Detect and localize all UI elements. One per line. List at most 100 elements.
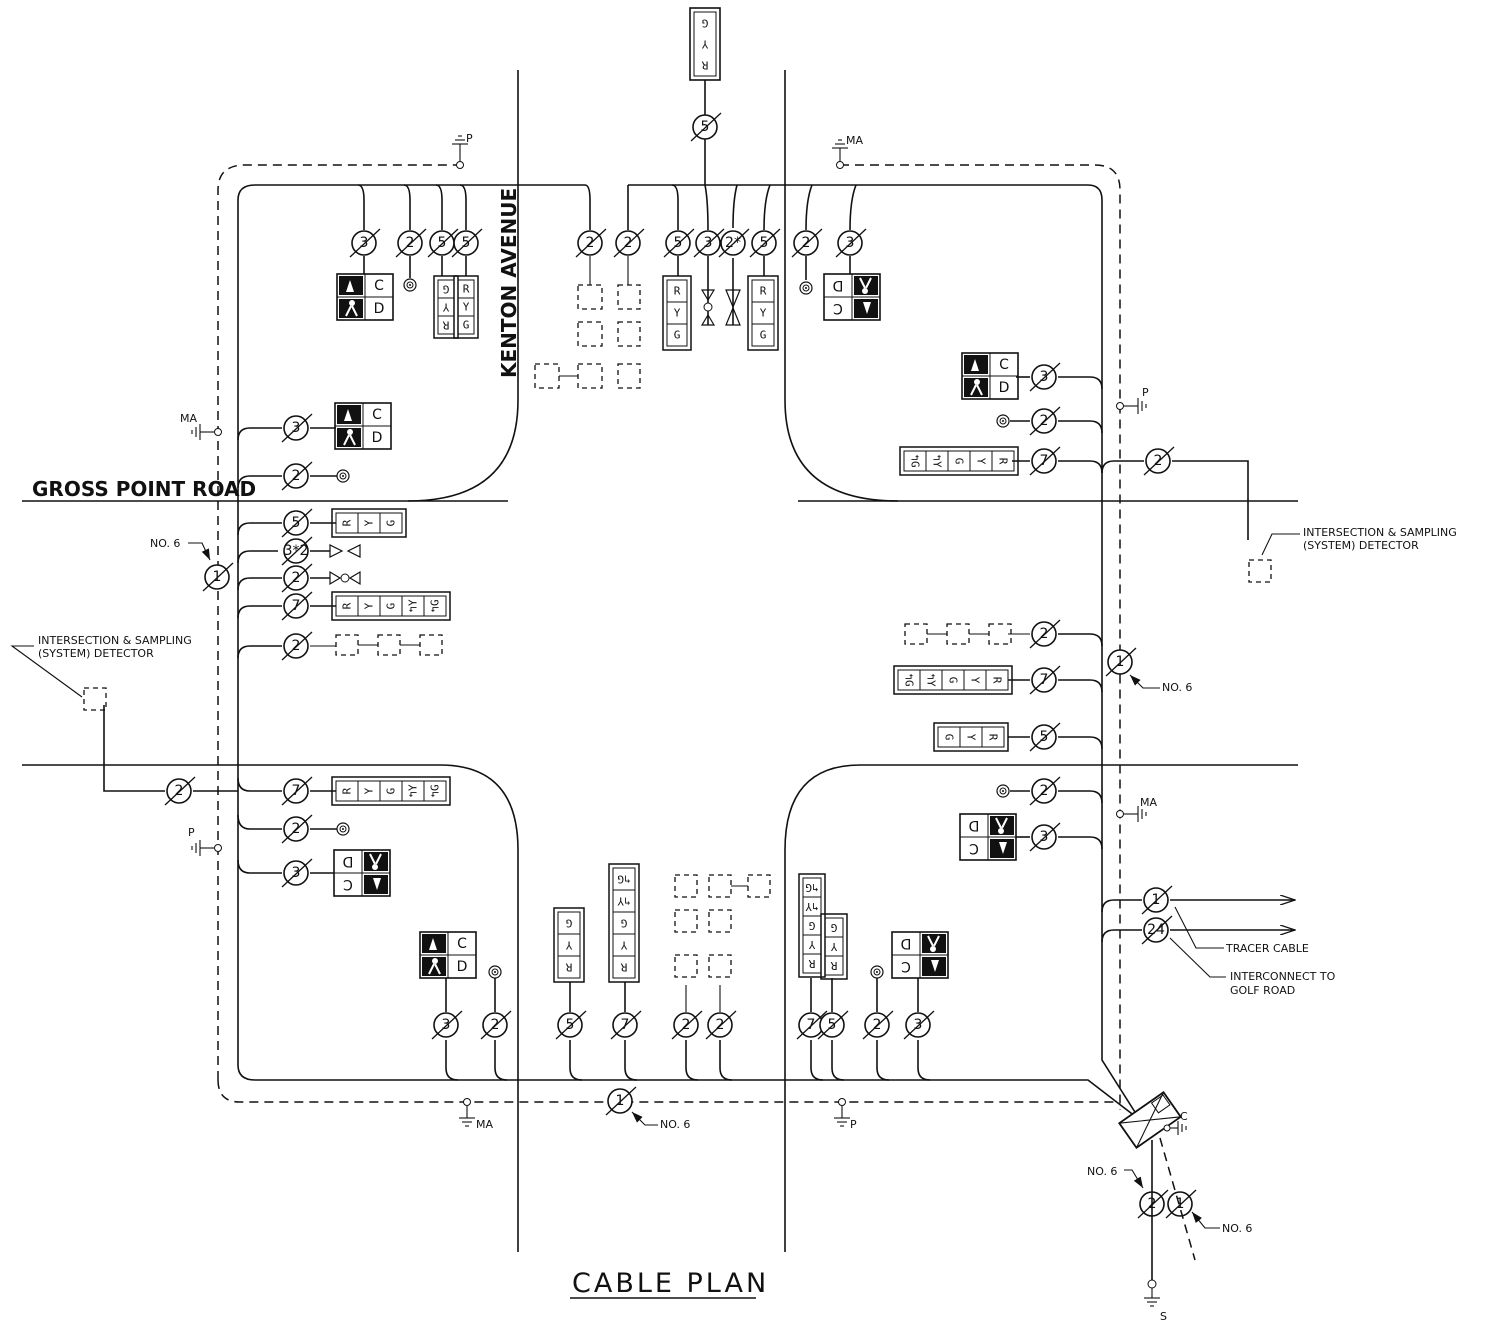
curb-return-ne [784,399,899,502]
svg-text:GOLF ROAD: GOLF ROAD [1230,984,1295,997]
svg-text:↰Y: ↰Y [407,599,420,613]
svg-text:INTERCONNECT TO: INTERCONNECT TO [1230,970,1336,983]
bubble-west-2: 5 [281,508,313,538]
bubble-north-3: 5 [451,228,483,258]
dashed-conduit-south [217,1079,1115,1103]
svg-text:↰G: ↰G [429,784,442,797]
walking-person-icon [339,299,363,318]
svg-text:C: C [999,357,1009,373]
bubble-west-9-count: 3 [292,865,301,881]
bubble-north-5: 2 [613,228,645,258]
bubble-west-5: 7 [281,591,313,621]
walking-person-icon [422,957,446,976]
bubble-east-3-count: 2 [1040,626,1049,642]
bubble-east-tracer: 1 [1141,885,1173,915]
svg-text:D: D [457,959,468,975]
south-branches [445,874,931,1081]
preemption-detector-icon [725,289,741,326]
bubble-west-4: 2 [281,563,313,593]
curb-return-se [784,764,861,851]
bubble-east-detector-count: 2 [1154,453,1163,469]
svg-text:(SYSTEM) DETECTOR: (SYSTEM) DETECTOR [38,647,154,660]
signal-head-north-3: RYG [662,275,692,351]
bubble-north-6: 5 [663,228,695,258]
bubble-south-3: 7 [610,1010,642,1040]
bubble-north-7-count: 3 [704,235,713,251]
bubble-west-1-count: 2 [292,468,301,484]
bubble-south-no6-count: 1 [616,1093,625,1109]
svg-text:G: G [947,677,960,684]
bubble-south-1: 2 [480,1010,512,1040]
pushbutton-west-1 [336,469,350,483]
svg-text:↰Y: ↰Y [925,673,938,687]
signal-head-south-4: GYR [820,913,848,980]
bubble-south-7-count: 5 [828,1017,837,1033]
svg-text:R: R [442,319,449,332]
controller-cabinet: C S [1118,1090,1196,1323]
dashed-conduit-ne [840,164,1121,1110]
svg-text:NO. 6: NO. 6 [1162,681,1192,694]
svg-text:D: D [343,853,354,869]
bubble-west-3: 3*2 [281,536,313,566]
ped-head-north-1: CD [336,273,394,321]
ped-head-east-1: CD [961,352,1019,400]
bubble-west-6-count: 2 [292,638,301,654]
walking-person-icon [854,276,878,295]
bubble-north-9: 5 [749,228,781,258]
svg-text:R: R [808,957,815,970]
svg-text:P: P [466,132,473,145]
bubble-north-8-count: 2* [725,235,741,251]
svg-text:G: G [809,919,816,932]
ped-head-south-1: CD [419,931,477,979]
bubble-east-no6: 1 [1105,647,1137,677]
svg-text:Y: Y [965,734,978,741]
svg-text:G: G [702,17,709,30]
svg-text:R: R [674,285,681,298]
bubble-north-8: 2* [718,228,750,258]
svg-text:C: C [1180,1110,1188,1123]
bubble-north-0: 3 [349,228,381,258]
bubble-east-5: 5 [1029,722,1061,752]
svg-text:MA: MA [1140,796,1157,809]
bubble-north-7: 3 [693,228,725,258]
bubble-west-5-count: 7 [292,598,301,614]
bubble-west-3-count: 3*2 [284,543,309,559]
bubble-east-4: 7 [1029,665,1061,695]
preemption-detector-icon [700,289,716,326]
svg-text:G: G [385,520,398,527]
svg-text:R: R [620,961,627,974]
ped-head-west-2: CD [333,849,391,897]
svg-text:R: R [565,961,572,974]
svg-text:Y: Y [701,38,708,51]
svg-text:NO. 6: NO. 6 [660,1118,690,1131]
svg-text:G: G [674,329,681,342]
bubble-north-5-count: 2 [624,235,633,251]
bubble-east-6: 2 [1029,776,1061,806]
pushbutton-east-2 [996,784,1010,798]
ped-head-east-2: CD [959,813,1017,861]
svg-text:G: G [443,283,450,296]
svg-text:↰G: ↰G [429,599,442,612]
preemption-detector-icon [329,570,361,586]
bubble-west-no6: 1 [202,562,234,592]
bubble-west-7: 7 [281,776,313,806]
bubble-east-0: 3 [1029,362,1061,392]
svg-text:Y: Y [463,301,470,314]
leader-labels: NO. 6 INTERSECTION & SAMPLING (SYSTEM) D… [10,526,1457,1235]
svg-text:R: R [830,959,837,972]
bubble-east-interconnect: 24 [1141,915,1173,945]
svg-text:↰Y: ↰Y [931,454,944,468]
svg-text:R: R [760,285,767,298]
signal-head-south-1: GYR [553,907,585,983]
svg-text:R: R [701,59,708,72]
bubble-south-5: 2 [705,1010,737,1040]
east-detector-loops [904,559,1272,645]
west-system-detector [83,687,107,711]
bubble-west-detector-count: 2 [175,783,184,799]
